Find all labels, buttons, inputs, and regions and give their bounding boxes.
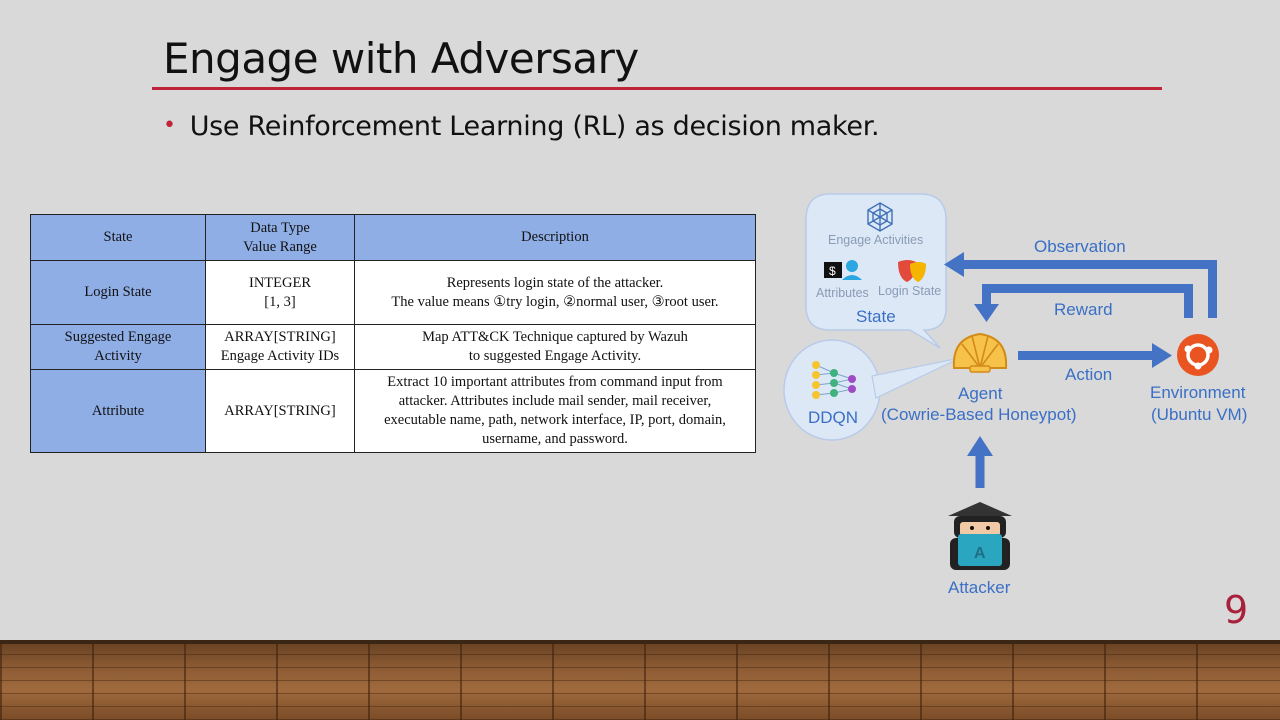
state-line: Activity (35, 347, 201, 366)
attacker-arrowhead (967, 436, 993, 456)
state-label: State (856, 307, 896, 327)
description-line: Map ATT&CK Technique captured by Wazuh (359, 328, 751, 347)
action-arrow (1018, 351, 1154, 360)
rl-diagram: $ (760, 180, 1280, 610)
page-number: 9 (1224, 588, 1248, 632)
table-header-row: State Data Type Value Range Description (31, 215, 756, 261)
description-line: The value means ①try login, ②normal user… (359, 293, 751, 312)
state-line: Suggested Engage (35, 328, 201, 347)
row-description-cell: Extract 10 important attributes from com… (355, 370, 756, 453)
wood-floor-background (0, 644, 1280, 720)
observation-arrow-horizontal (960, 260, 1217, 269)
bullet-point: • Use Reinforcement Learning (RL) as deci… (163, 111, 879, 142)
description-line: attacker. Attributes include mail sender… (359, 392, 751, 411)
range-line: [1, 3] (210, 293, 350, 312)
row-state-cell: Suggested Engage Activity (31, 325, 206, 370)
bullet-text: Use Reinforcement Learning (RL) as decis… (190, 111, 880, 142)
row-state-cell: Login State (31, 261, 206, 325)
header-state: State (31, 215, 206, 261)
slide: Engage with Adversary • Use Reinforcement… (0, 0, 1280, 644)
ddqn-bubble-tail (872, 358, 960, 398)
range-line: Engage Activity IDs (210, 347, 350, 366)
row-type-cell: ARRAY[STRING] Engage Activity IDs (206, 325, 355, 370)
description-line: Extract 10 important attributes from com… (359, 373, 751, 392)
observation-label: Observation (1034, 237, 1126, 257)
bullet-dot-icon: • (163, 113, 176, 138)
table-row: Login State INTEGER [1, 3] Represents lo… (31, 261, 756, 325)
description-line: executable name, path, network interface… (359, 411, 751, 430)
table-row: Attribute ARRAY[STRING] Extract 10 impor… (31, 370, 756, 453)
attacker-label: Attacker (948, 578, 1010, 598)
login-state-label: Login State (878, 284, 941, 298)
money-glyph: $ (829, 264, 836, 278)
action-arrowhead (1152, 343, 1172, 368)
slide-title: Engage with Adversary (163, 34, 639, 83)
description-line: to suggested Engage Activity. (359, 347, 751, 366)
row-type-cell: ARRAY[STRING] (206, 370, 355, 453)
ddqn-label: DDQN (808, 408, 858, 428)
agent-sublabel: (Cowrie-Based Honeypot) (881, 405, 1077, 425)
reward-label: Reward (1054, 300, 1113, 320)
type-line: INTEGER (210, 274, 350, 293)
environment-label: Environment (1150, 383, 1245, 403)
agent-shell-icon (954, 334, 1006, 372)
row-description-cell: Map ATT&CK Technique captured by Wazuh t… (355, 325, 756, 370)
reward-arrow-horizontal (982, 284, 1193, 293)
type-line: ARRAY[STRING] (210, 328, 350, 347)
state-table: State Data Type Value Range Description … (30, 214, 756, 453)
ubuntu-icon (1177, 334, 1219, 376)
header-data-type: Data Type (210, 219, 350, 238)
attacker-badge: A (974, 545, 986, 562)
table-row: Suggested Engage Activity ARRAY[STRING] … (31, 325, 756, 370)
description-line: username, and password. (359, 430, 751, 449)
header-type: Data Type Value Range (206, 215, 355, 261)
description-line: Represents login state of the attacker. (359, 274, 751, 293)
attributes-label: Attributes (816, 286, 869, 300)
reward-arrowhead (974, 304, 999, 322)
header-description: Description (355, 215, 756, 261)
agent-label: Agent (958, 384, 1002, 404)
row-description-cell: Represents login state of the attacker. … (355, 261, 756, 325)
observation-arrowhead (944, 252, 964, 277)
attacker-icon: A (948, 502, 1012, 570)
engage-activities-label: Engage Activities (828, 233, 923, 247)
title-divider (152, 87, 1162, 90)
attacker-arrow (976, 454, 985, 488)
header-value-range: Value Range (210, 238, 350, 257)
row-state-cell: Attribute (31, 370, 206, 453)
environment-sublabel: (Ubuntu VM) (1151, 405, 1247, 425)
row-type-cell: INTEGER [1, 3] (206, 261, 355, 325)
action-label: Action (1065, 365, 1112, 385)
